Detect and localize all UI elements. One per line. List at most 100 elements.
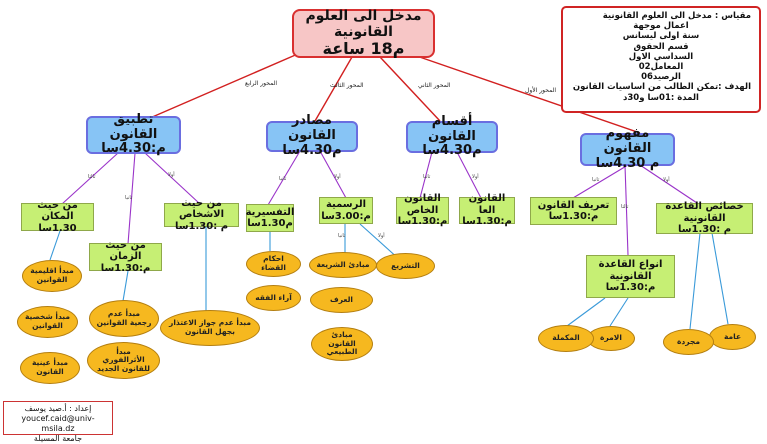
link-t3-s6 (319, 150, 347, 199)
link-label: ثالثا (621, 204, 629, 210)
oval-natural-law-principles: مبادئ القانون الطبيعي (311, 327, 373, 361)
oval-objectivity-principle: مبدأ عينية القانون (20, 352, 80, 384)
link-s1-o2 (689, 232, 701, 330)
subtopic-by-persons: من حيث الاشخاص م :1.30سا (164, 198, 239, 232)
link-t4-s8 (144, 152, 201, 205)
subtopic-duration: م :1.30سا (677, 224, 732, 236)
topic-divisions-of-law: أقسام القانون م4.30سا (406, 114, 498, 158)
link-s9-o12 (122, 270, 129, 302)
subtopic-duration: م:1.30سا (605, 282, 656, 294)
author-box: إعداد : أ.صيد يوسف youcef.caid@univ-msil… (3, 401, 113, 443)
link-t1-s3 (624, 164, 629, 256)
link-label: أولا (168, 172, 175, 178)
link-t3-s7 (267, 150, 301, 206)
oval-legislation: التشريع (376, 253, 435, 279)
oval-general: عامة (709, 324, 756, 350)
author-name: إعداد : أ.صيد يوسف (24, 404, 92, 413)
root-prefix: م (392, 39, 405, 59)
author-email: youcef.caid@univ-msila.dz (21, 414, 95, 433)
subtopic-private-law: القانون الخاص م:1.30سا (396, 193, 449, 227)
link-root-t4 (149, 52, 301, 119)
topic-title: تطبيق القانون (109, 111, 158, 142)
link-s3-o3 (609, 297, 629, 327)
link-label: أولا (663, 177, 670, 183)
link-label: ثانيا (592, 177, 600, 183)
link-root-t3 (314, 56, 353, 122)
topic-duration: م 4.30سا (595, 155, 660, 171)
subtopic-by-time: من حيث الزمان م:1.30سا (89, 240, 162, 274)
link-label: أولا (472, 174, 479, 180)
info-line-duration: المدة :01سا و30د (623, 92, 699, 103)
axis-label-2: المحور الثاني (418, 82, 451, 89)
subtopic-law-definition: تعريف القانون م:1.30سا (530, 197, 617, 225)
info-line-credit: الرصيد06 (641, 72, 681, 83)
link-t4-s10 (61, 152, 119, 205)
topic-duration: م4.30سا (422, 143, 482, 159)
root-node: مدخل الى العلوم القانونية م18 ساعة (292, 8, 435, 58)
info-line-objective: الهدف :تمكن الطالب من اساسيات القانون (572, 82, 751, 93)
oval-court-rulings: احكام القضاء (246, 251, 301, 277)
subtopic-duration: 1.30سا (38, 222, 77, 234)
oval-jurisprudence: آراء الفقه (246, 285, 301, 311)
link-label: ثانيا (423, 174, 431, 180)
subtopic-duration: م :1.30سا (174, 220, 229, 232)
root-title: مدخل الى العلوم القانونية (305, 8, 422, 41)
info-line-semester: السداسي الاول (628, 51, 694, 62)
oval-non-retroactivity-principle: مبدأ عدم رجعية القوانين (89, 300, 159, 337)
info-line-type: اعمال موجهة (633, 21, 689, 32)
oval-abstract: مجردة (663, 329, 714, 355)
axis-label-4: المحور الرابع (245, 80, 278, 87)
axis-label-1: المحور الأول (525, 87, 557, 94)
axis-label-3: المحور الثالث (330, 82, 364, 89)
subtopic-title: التفسيرية (245, 206, 295, 218)
oval-ignorance-of-law-principle: مبدأ عدم جواز الاعتذار بجهل القانون (160, 310, 260, 346)
topic-duration: م4.30سا (282, 142, 342, 158)
subtopic-public-law: القانون العا م:1.30سا (459, 193, 515, 227)
info-line-department: قسم الحقوق (633, 41, 689, 52)
link-label: أولا (334, 174, 341, 180)
link-t4-s9 (127, 152, 136, 245)
author-university: جامعة المسيلة (33, 434, 83, 443)
oval-supplementary: المكملة (538, 325, 594, 352)
subtopic-duration: م:1.30سا (100, 262, 151, 274)
link-t2-s4 (456, 151, 482, 199)
info-line-coefficient: المعامل02 (638, 61, 684, 72)
course-info-panel: مقياس : مدخل الى العلوم القانونية اعمال … (561, 6, 761, 113)
root-duration-row: م18 ساعة (323, 40, 405, 58)
topic-title: أقسام القانون (428, 113, 476, 144)
root-duration: 18 ساعة (322, 39, 393, 59)
oval-immediate-effect-principle: مبدأ الأثرالفوري للقانون الجديد (87, 342, 160, 379)
subtopic-title: من حيث المكان (37, 199, 78, 223)
oval-mandatory: الامرة (587, 326, 635, 351)
oval-custom: العرف (310, 287, 373, 313)
link-root-t2 (379, 56, 441, 122)
subtopic-title: الرسمية (325, 199, 367, 210)
subtopic-title: خصائص القاعدة القانونية (665, 201, 744, 224)
link-root-t1 (407, 52, 641, 134)
subtopic-duration: م:1.30سا (397, 216, 448, 228)
subtopic-duration: م:3.00سا (321, 210, 371, 222)
link-label: ثانيا (279, 176, 287, 182)
link-label: ثالثا (88, 174, 96, 180)
subtopic-by-place: من حيث المكان 1.30سا (21, 199, 94, 234)
info-line-course: مقياس : مدخل الى العلوم القانونية (602, 11, 751, 21)
topic-title: مصادر القانون (288, 113, 336, 144)
subtopic-title: من حيث الاشخاص (178, 197, 225, 221)
subtopic-duration: م1.30سا (247, 218, 293, 229)
link-s1-o1 (711, 232, 729, 325)
link-t2-s5 (419, 151, 433, 199)
link-t1-s2 (572, 164, 629, 199)
subtopic-title: تعريف القانون (537, 199, 610, 211)
link-label: ثانيا (338, 233, 346, 239)
link-label: ثانيا (125, 195, 133, 201)
topic-duration: م:4.30سا (101, 141, 166, 157)
oval-sharia-principles: مبادئ الشريعة (309, 252, 377, 278)
subtopic-title: انواع القاعدة القانونية (598, 259, 663, 282)
oval-personality-principle: مبدأ شخصية القوانين (17, 306, 78, 338)
subtopic-interpretive-sources: التفسيرية م1.30سا (246, 204, 294, 232)
info-line-year: سنة اولى ليسانس (622, 31, 700, 42)
link-s10-o14 (49, 230, 61, 261)
link-s3-o4 (566, 297, 606, 327)
subtopic-duration: م:1.30سا (548, 211, 599, 222)
